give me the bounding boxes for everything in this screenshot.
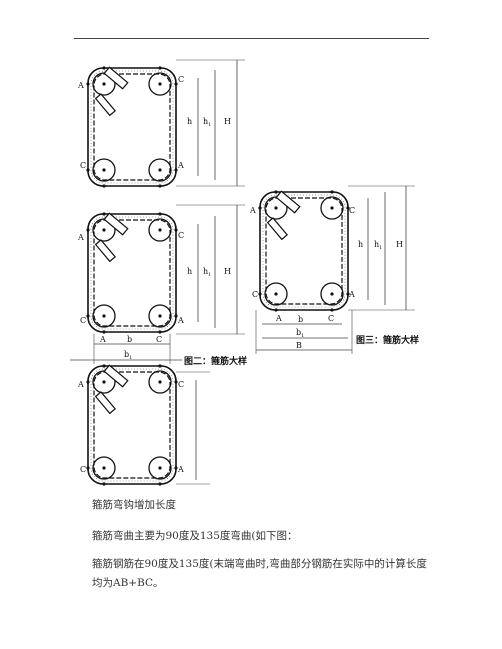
label-b1: b1: [296, 328, 304, 339]
label-a: A: [77, 81, 84, 90]
label-a: A: [177, 161, 184, 170]
stirrup-figure-1: [85, 59, 245, 189]
label-c: C: [349, 206, 355, 215]
label-b: b: [298, 315, 303, 324]
stirrup-figure-4: [85, 363, 210, 487]
paragraph-detail: 箍筋钢筋在90度及135度(末端弯曲时,弯曲部分钢筋在实际中的计算长度均为AB+…: [92, 558, 427, 589]
label-c: C: [80, 316, 86, 325]
label-h1: h1: [203, 117, 211, 128]
paragraph-intro: 箍筋弯曲主要为90度及135度弯曲(如下图：: [92, 530, 298, 542]
label-h1: h1: [203, 267, 211, 278]
label-a: A: [77, 233, 84, 242]
stirrup-figure-2: [70, 204, 245, 364]
label-big-h: H: [224, 117, 231, 126]
label-c: C: [178, 231, 184, 240]
label-b1: b1: [124, 350, 132, 361]
label-big-h: H: [396, 240, 403, 249]
label-c: C: [80, 465, 86, 474]
label-h: h: [358, 240, 363, 249]
label-c: C: [252, 290, 258, 299]
label-big-h: H: [224, 267, 231, 276]
figure-2-caption: 图二：箍筋大样: [184, 355, 247, 367]
label-c: C: [328, 314, 334, 323]
label-a: A: [348, 290, 355, 299]
label-a: A: [77, 380, 84, 389]
label-a: A: [249, 206, 256, 215]
label-h: h: [187, 267, 192, 276]
label-a: A: [275, 314, 282, 323]
paragraph-heading: 箍筋弯钩增加长度: [92, 499, 176, 511]
header-rule: [74, 38, 429, 39]
figure-3-caption: 图三：箍筋大样: [356, 334, 419, 346]
label-c: C: [178, 380, 184, 389]
label-a: A: [177, 316, 184, 325]
label-b: b: [127, 335, 132, 344]
label-c: C: [156, 335, 162, 344]
stirrup-figure-3: [255, 185, 415, 354]
label-h: h: [187, 117, 192, 126]
label-a: A: [99, 335, 106, 344]
label-h1: h1: [374, 240, 382, 251]
label-c: C: [178, 75, 184, 84]
label-c: C: [80, 161, 86, 170]
label-a: A: [177, 465, 184, 474]
label-big-b: B: [296, 341, 302, 350]
